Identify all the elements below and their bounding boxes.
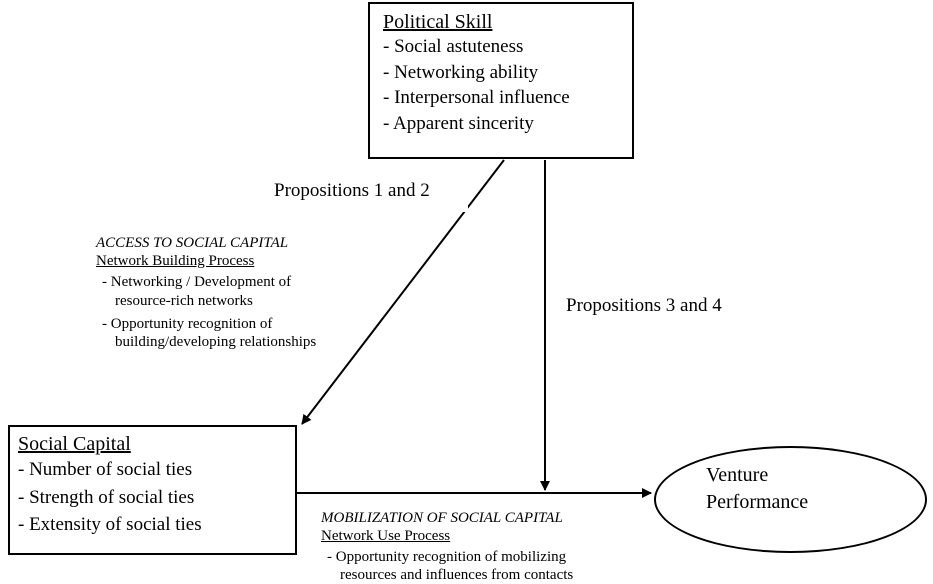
propositions-3-4-label: Propositions 3 and 4: [566, 295, 722, 316]
social-capital-title: Social Capital: [18, 433, 131, 455]
list-item: - Social astuteness: [383, 36, 524, 57]
venture-performance-ellipse: Venture Performance: [654, 446, 927, 553]
social-capital-list: - Number of social ties - Strength of so…: [18, 456, 295, 539]
venture-performance-line1: Venture: [706, 464, 769, 486]
list-item: - Extensity of social ties: [18, 514, 202, 535]
mobilization-heading: MOBILIZATION OF SOCIAL CAPITAL: [321, 510, 563, 526]
list-item: - Networking ability: [383, 61, 539, 83]
access-line: - Opportunity recognition of: [102, 316, 273, 332]
access-line: building/developing relationships: [115, 334, 317, 350]
political-skill-list: - Social astuteness - Networking ability…: [383, 34, 632, 136]
venture-performance-line2: Performance: [706, 491, 809, 513]
label-gap: [458, 200, 468, 212]
mobilization-line: - Opportunity recognition of mobilizing: [327, 549, 567, 565]
list-item: - Strength of social ties: [18, 486, 195, 508]
propositions-1-2-label: Propositions 1 and 2: [274, 180, 430, 201]
list-item: - Number of social ties: [18, 459, 193, 480]
access-subheading: Network Building Process: [96, 253, 255, 269]
political-skill-title: Political Skill: [383, 11, 493, 33]
mobilization-line: resources and influences from contacts: [340, 567, 574, 583]
access-heading: ACCESS TO SOCIAL CAPITAL: [96, 235, 289, 251]
mobilization-subheading: Network Use Process: [321, 528, 451, 544]
access-line: - Networking / Development of: [102, 274, 292, 290]
arrow-political-to-social: [301, 159, 505, 425]
list-item: - Apparent sincerity: [383, 112, 534, 134]
list-item: - Interpersonal influence: [383, 87, 570, 108]
access-line: resource-rich networks: [115, 293, 253, 309]
social-capital-box: Social Capital - Number of social ties -…: [8, 425, 297, 555]
political-skill-box: Political Skill - Social astuteness - Ne…: [368, 2, 634, 159]
